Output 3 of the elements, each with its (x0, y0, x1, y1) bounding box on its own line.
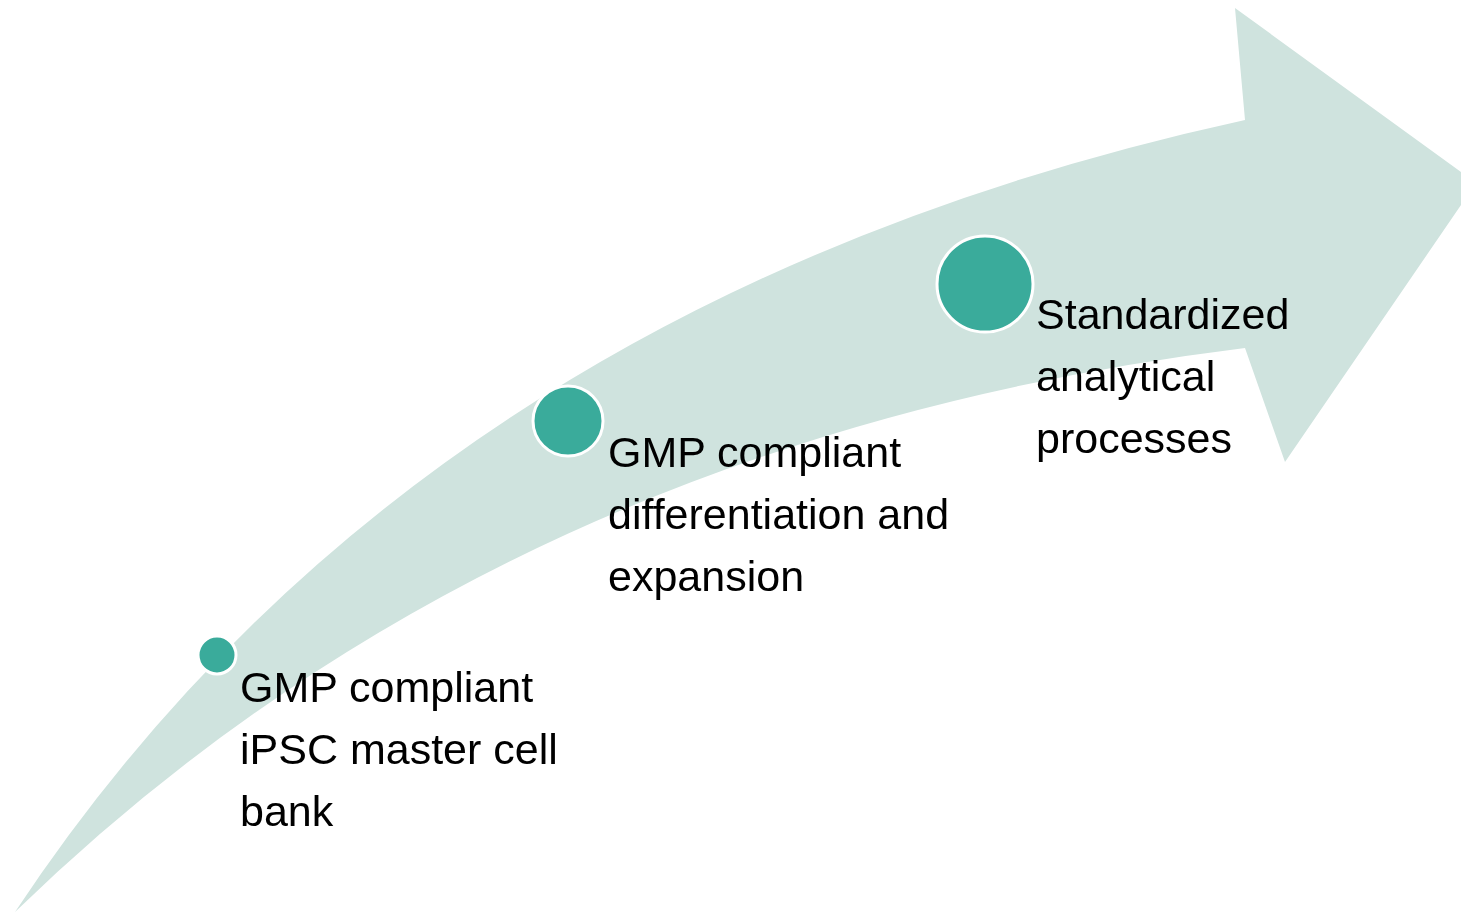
step-label: GMP compliant differentiation and expansion (608, 427, 951, 602)
step-label: Standardized analytical processes (1036, 289, 1291, 464)
step-label: GMP compliant iPSC master cell bank (240, 662, 559, 837)
